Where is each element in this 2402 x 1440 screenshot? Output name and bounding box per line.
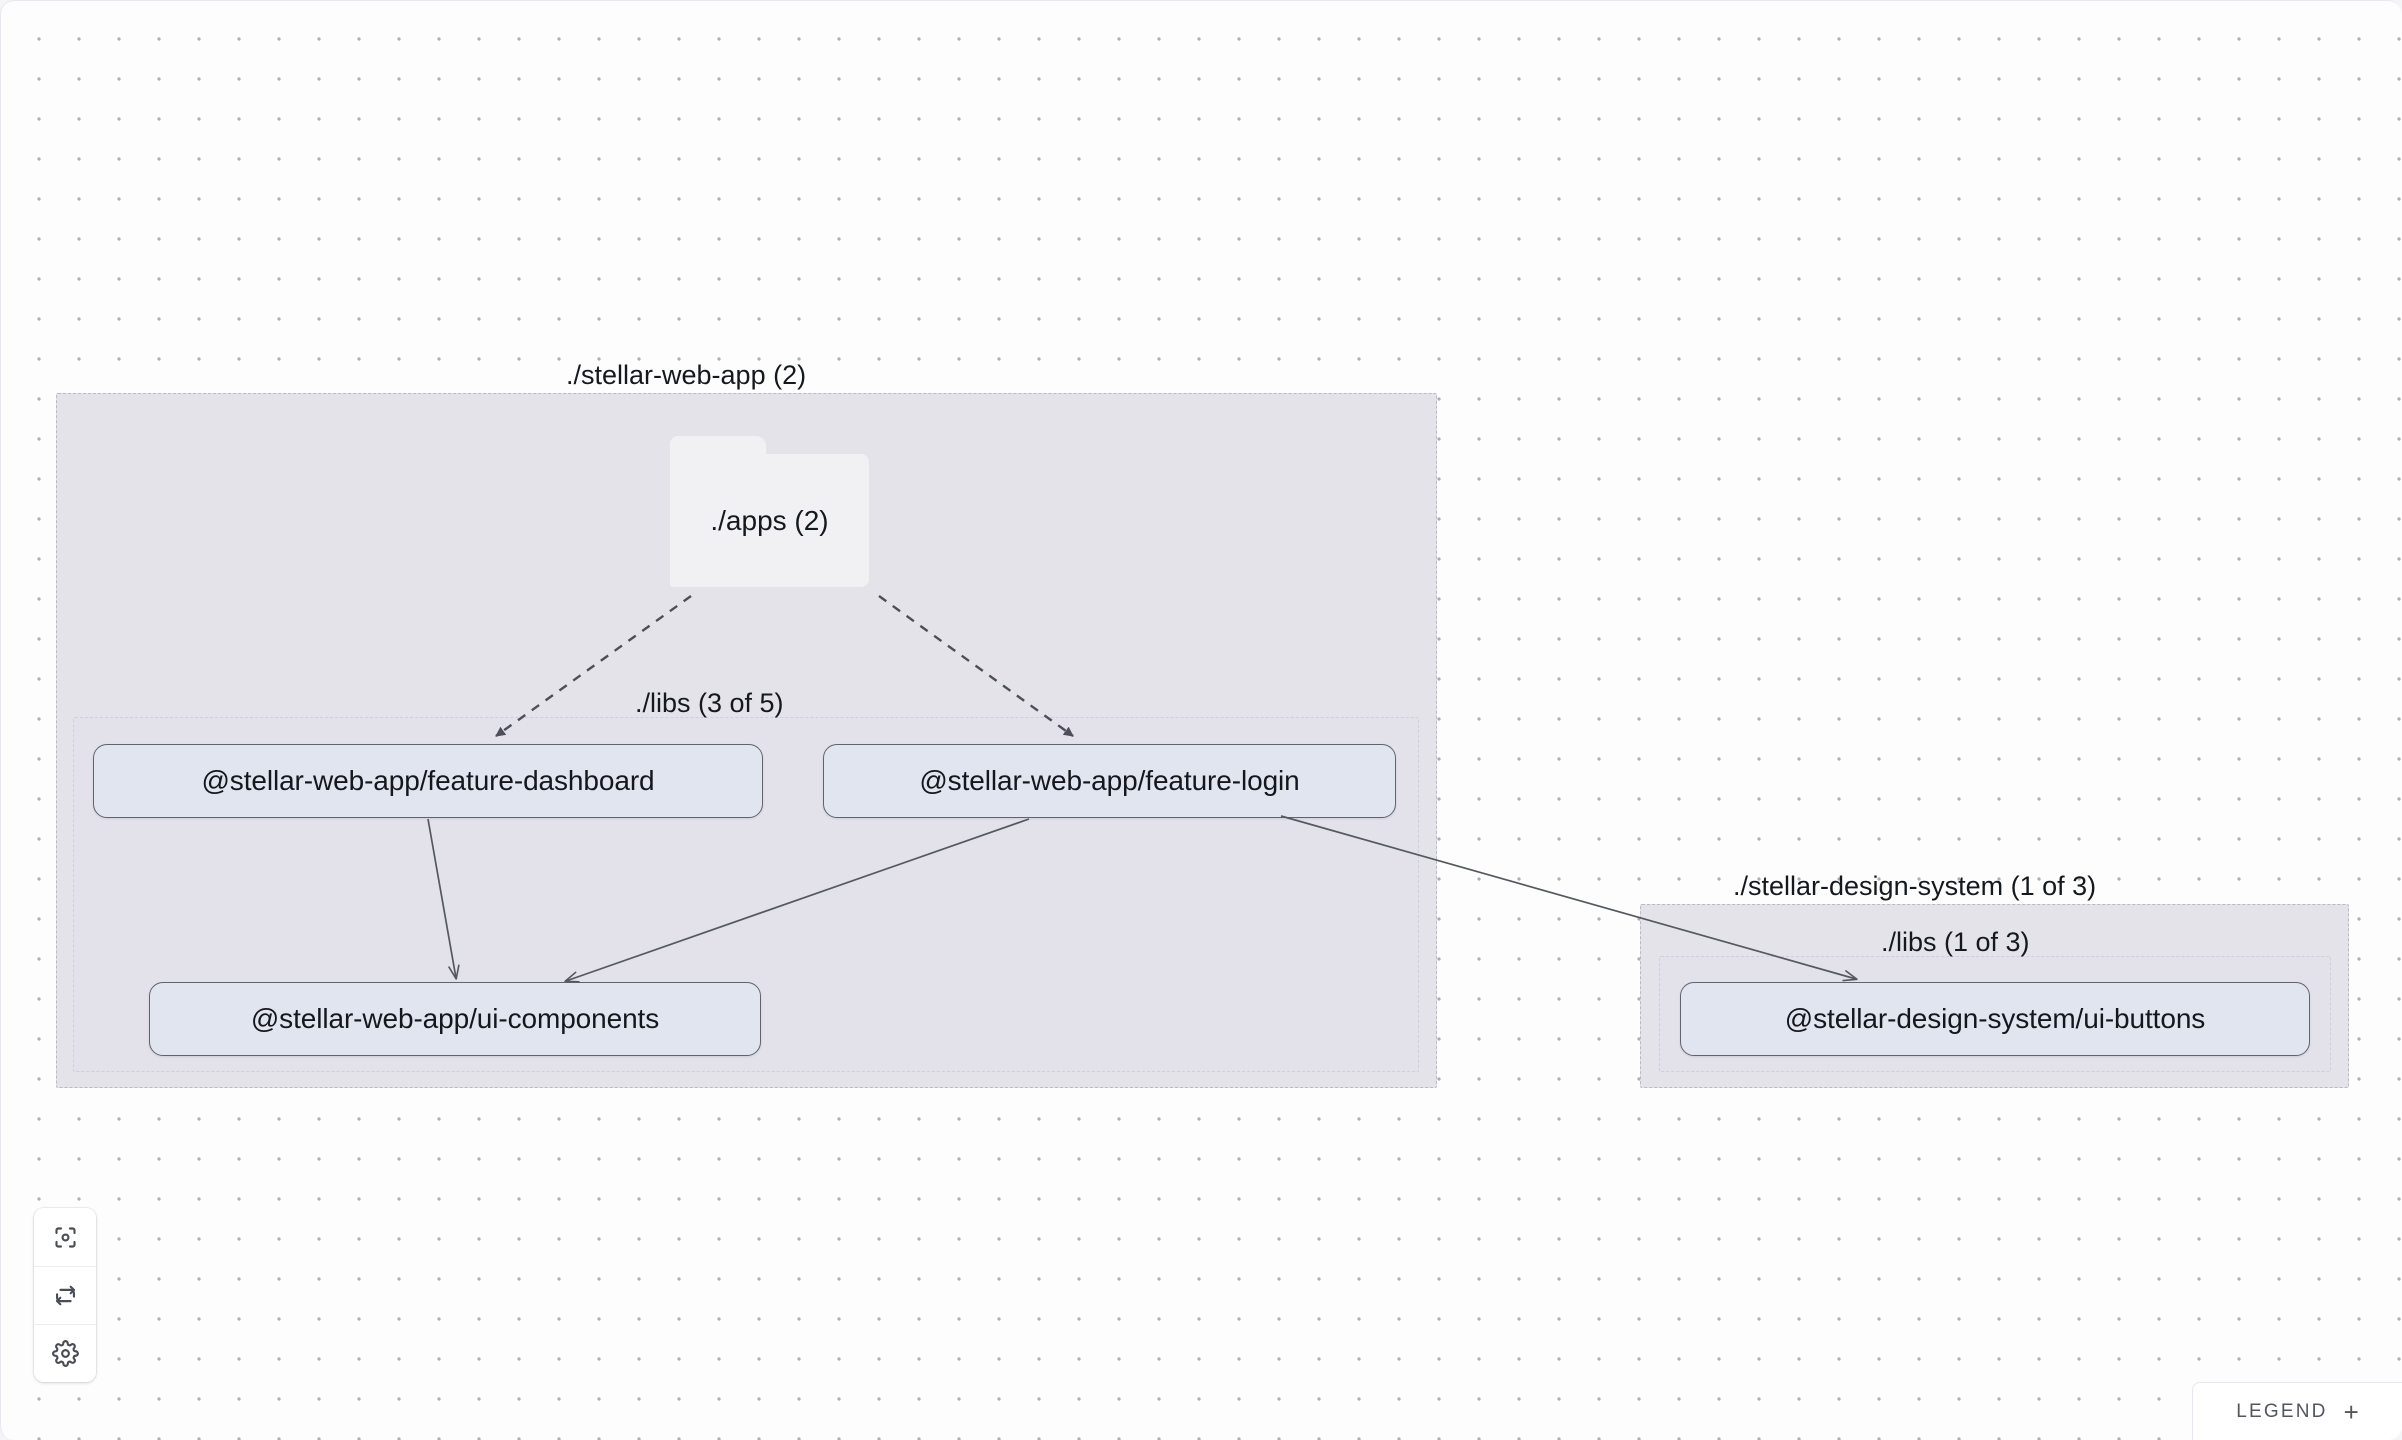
node-feature-dashboard[interactable]: @stellar-web-app/feature-dashboard xyxy=(93,744,763,818)
folder-tab xyxy=(670,436,766,458)
node-label-feature-dashboard: @stellar-web-app/feature-dashboard xyxy=(201,765,655,796)
folder-node-apps[interactable]: ./apps (2) xyxy=(670,436,869,587)
legend-panel[interactable]: LEGEND + xyxy=(2192,1382,2402,1440)
node-ui-buttons[interactable]: @stellar-design-system/ui-buttons xyxy=(1680,982,2310,1056)
node-label-ui-components: @stellar-web-app/ui-components xyxy=(250,1003,660,1034)
node-ui-components[interactable]: @stellar-web-app/ui-components xyxy=(149,982,761,1056)
legend-label: LEGEND xyxy=(2236,1400,2328,1422)
settings-button[interactable] xyxy=(34,1324,96,1382)
focus-target-icon xyxy=(52,1224,79,1251)
node-label-feature-login: @stellar-web-app/feature-login xyxy=(919,765,1300,796)
plus-icon: + xyxy=(2343,1396,2359,1427)
graph-toolbar[interactable] xyxy=(34,1208,96,1382)
folder-body: ./apps (2) xyxy=(670,454,869,587)
focus-graph-button[interactable] xyxy=(34,1208,96,1266)
folder-label: ./apps (2) xyxy=(710,504,829,536)
refresh-loop-icon xyxy=(52,1282,79,1309)
group-title-stellar-web-app: ./stellar-web-app (2) xyxy=(566,360,807,390)
group-title-stellar-design-system: ./stellar-design-system (1 of 3) xyxy=(1733,871,2097,901)
refresh-graph-button[interactable] xyxy=(34,1266,96,1324)
group-title-stellar-design-system-libs: ./libs (1 of 3) xyxy=(1881,927,2030,957)
node-label-ui-buttons: @stellar-design-system/ui-buttons xyxy=(1784,1003,2206,1034)
node-feature-login[interactable]: @stellar-web-app/feature-login xyxy=(823,744,1396,818)
group-title-stellar-web-app-libs: ./libs (3 of 5) xyxy=(635,688,784,718)
gear-icon xyxy=(51,1340,79,1367)
